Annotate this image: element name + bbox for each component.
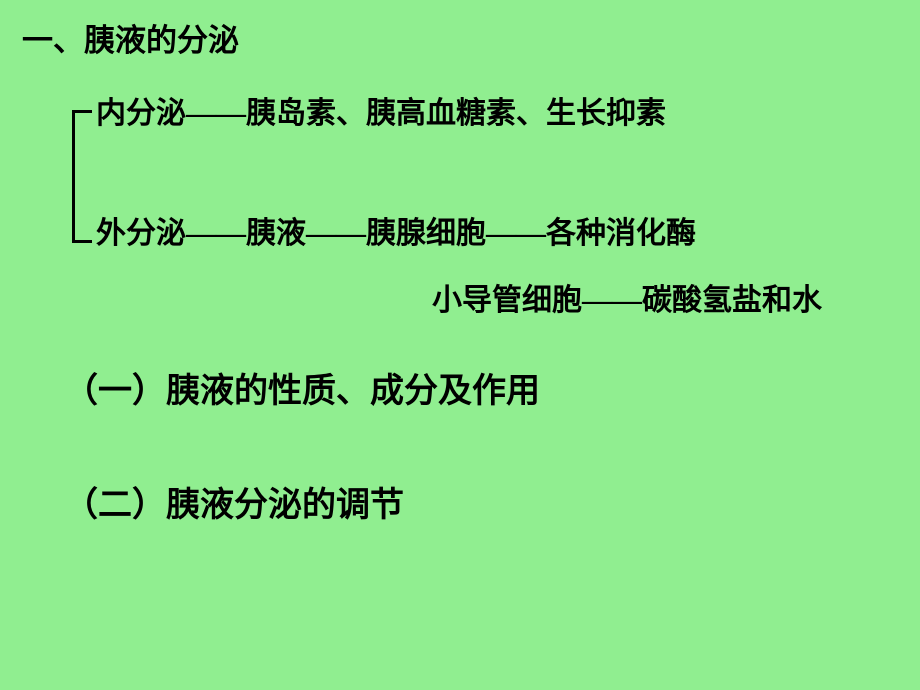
duct-cell-branch-text: 小导管细胞——碳酸氢盐和水 (432, 284, 822, 317)
exocrine-branch-text: 外分泌——胰液——胰腺细胞——各种消化酶 (96, 217, 696, 250)
brace-bracket-shape (72, 110, 92, 243)
section-heading-1: （一）胰液的性质、成分及作用 (64, 373, 540, 410)
endocrine-branch-text: 内分泌——胰岛素、胰高血糖素、生长抑素 (96, 97, 666, 130)
slide-title: 一、胰液的分泌 (22, 23, 239, 58)
section-heading-2: （二）胰液分泌的调节 (64, 487, 404, 524)
